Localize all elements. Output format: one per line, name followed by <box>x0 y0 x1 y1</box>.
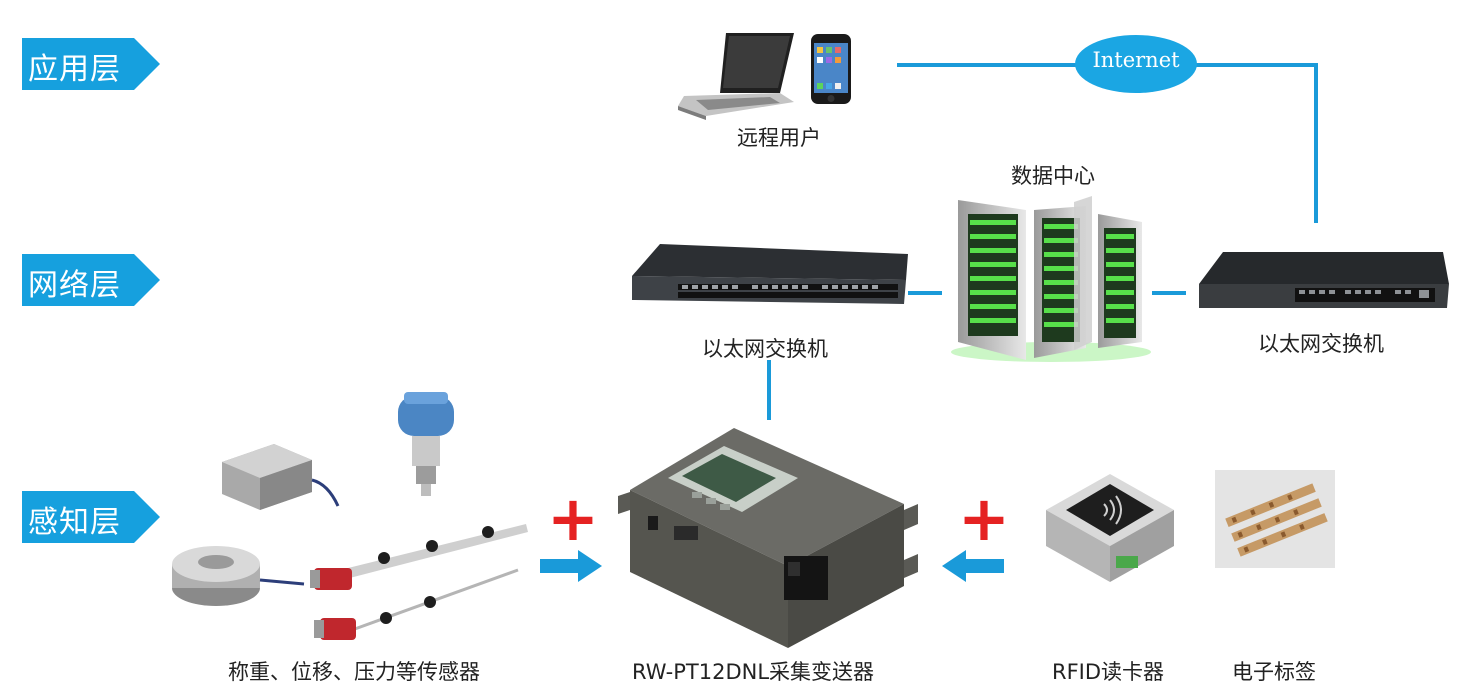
transmitter-label: RW-PT12DNL采集变送器 <box>632 660 875 684</box>
plus-icon-left: + <box>547 482 599 555</box>
ethernet-switch-right-icon <box>1195 250 1450 312</box>
layer-tag-network: 网络层 <box>22 254 160 306</box>
laptop-icon <box>676 30 796 120</box>
displacement-sensor-probe-icon <box>312 566 522 646</box>
spoke-load-cell-icon <box>168 540 308 610</box>
arrow-left-icon <box>942 550 1004 582</box>
rfid-reader-icon <box>1040 470 1180 590</box>
rfid-reader-label: RFID读卡器 <box>1052 660 1165 684</box>
remote-user-label: 远程用户 <box>737 126 821 150</box>
switch-right-label: 以太网交换机 <box>1258 332 1384 356</box>
layer-label-application: 应用层 <box>28 52 121 87</box>
layer-tag-perception: 感知层 <box>22 491 160 543</box>
server-rack-icon <box>946 192 1156 364</box>
electronic-tag-label: 电子标签 <box>1232 660 1316 684</box>
sensors-label: 称重、位移、压力等传感器 <box>228 660 480 684</box>
plus-icon-right: + <box>958 482 1010 555</box>
s-type-load-cell-icon <box>218 440 342 516</box>
layer-tag-application: 应用层 <box>22 38 160 90</box>
phone-icon <box>810 33 852 105</box>
transmitter-device-icon <box>612 420 920 656</box>
line-user-internet <box>897 63 1082 67</box>
line-datacenter-switch <box>1152 291 1186 295</box>
data-center-label: 数据中心 <box>1011 164 1095 188</box>
arrow-right-icon <box>540 550 602 582</box>
pressure-transmitter-icon <box>390 388 462 498</box>
layer-label-perception: 感知层 <box>28 505 121 540</box>
arrow-tag-shape <box>22 254 160 306</box>
arrow-tag-shape <box>22 38 160 90</box>
line-switch-transmitter <box>767 360 771 420</box>
layer-label-network: 网络层 <box>28 268 121 303</box>
line-internet-down <box>1314 63 1318 223</box>
displacement-sensor-rod-icon <box>310 500 530 596</box>
line-switch-datacenter <box>908 291 942 295</box>
electronic-tag-icon <box>1215 470 1335 568</box>
line-internet-right <box>1188 63 1318 67</box>
arrow-tag-shape <box>22 491 160 543</box>
switch-left-label: 以太网交换机 <box>702 337 828 361</box>
ethernet-switch-left-icon <box>630 242 908 318</box>
internet-cloud: Internet <box>1074 34 1198 94</box>
internet-label: Internet <box>1092 48 1180 72</box>
